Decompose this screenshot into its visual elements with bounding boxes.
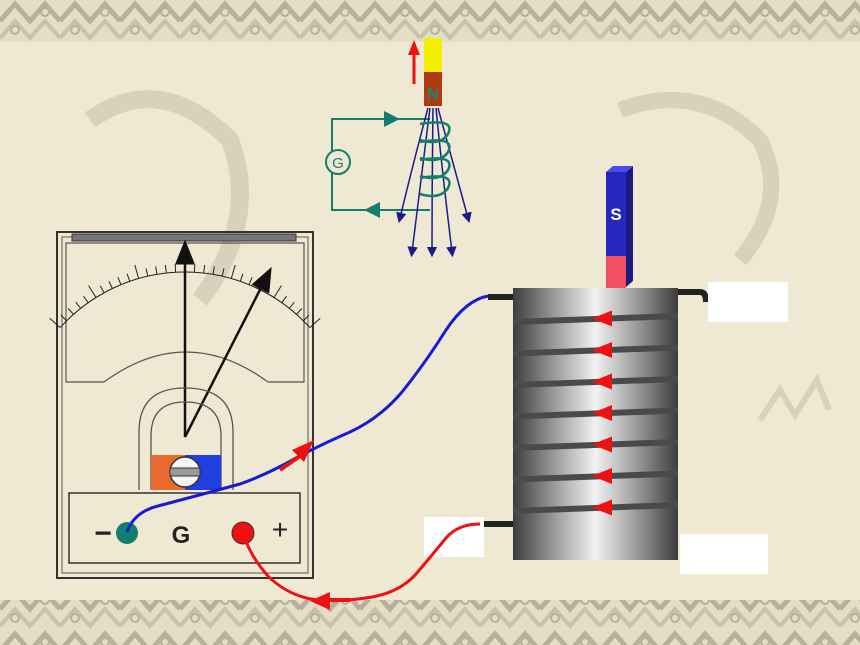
scale-tick <box>203 265 206 274</box>
scale-tick <box>126 273 131 282</box>
coil-current-arrow-icon <box>592 405 612 421</box>
scale-tick <box>67 308 74 315</box>
top-magnet-north <box>424 72 442 106</box>
scale-tick <box>99 285 105 294</box>
field-lines <box>396 107 472 258</box>
bar-magnet-north <box>606 256 626 290</box>
meter-magnet-inner <box>150 401 222 490</box>
top-galvanometer-label: G <box>332 155 344 172</box>
coil-top-right-lead <box>678 289 709 303</box>
dial-window <box>65 242 305 383</box>
background-ornament <box>84 90 832 422</box>
top-galvanometer <box>325 149 351 175</box>
scale-tick <box>281 295 287 304</box>
galvanometer: − G + <box>49 231 321 579</box>
scale-tick <box>288 301 295 309</box>
scale-tick <box>221 268 225 277</box>
scale-tick <box>309 317 321 328</box>
bottom-border-pattern <box>0 600 860 645</box>
scale-tick <box>265 285 271 294</box>
scale-tick <box>212 266 215 275</box>
bar-magnet-pole-label: S <box>610 205 621 224</box>
scale-tick <box>155 266 158 275</box>
coil-front <box>512 310 679 516</box>
blue-wire-current-arrow-icon <box>292 440 314 462</box>
blue-wire <box>125 294 489 533</box>
galvanometer-label: G <box>172 522 191 549</box>
scale-tick <box>230 264 236 279</box>
scale-tick <box>108 281 113 289</box>
scale-tick <box>303 314 310 322</box>
galvanometer-top-bar <box>71 233 297 242</box>
minus-terminal <box>116 522 138 544</box>
bar-magnet-south <box>606 172 626 256</box>
bar-magnet-top-face <box>606 166 633 172</box>
solenoid-core <box>513 288 678 560</box>
minus-terminal-label: − <box>94 517 112 550</box>
top-border-pattern <box>0 0 860 42</box>
scale-tick <box>83 295 89 304</box>
top-magnet-pole-label: N <box>427 84 439 103</box>
red-wire-current-arrow-icon <box>310 592 330 610</box>
scale-tick <box>60 314 67 322</box>
needle-deflected <box>183 266 272 438</box>
coil-current-arrow-icon <box>592 373 612 390</box>
motion-arrow-icon <box>408 40 420 55</box>
scale-tick <box>117 277 122 285</box>
top-magnet-yellow <box>424 38 442 72</box>
scale-tick <box>75 301 82 309</box>
scale-tick <box>88 285 97 298</box>
coil-current-arrow-icon <box>592 342 612 358</box>
scale-tick <box>248 277 253 285</box>
scale-tick <box>164 265 167 274</box>
label-box-bottom <box>680 534 768 574</box>
top-induction-diagram: N G <box>325 38 472 258</box>
meter-screw-slot <box>169 467 201 477</box>
label-box-top <box>708 282 788 322</box>
terminal-panel <box>68 492 301 564</box>
bar-magnet-side <box>626 166 633 287</box>
solenoid: S <box>480 166 709 560</box>
plus-terminal-label: + <box>272 514 288 545</box>
coil-current-arrow-icon <box>592 436 612 453</box>
red-wire <box>241 522 481 603</box>
coil-current-arrow-icon <box>592 310 612 327</box>
coil-current-arrow-icon <box>592 499 612 516</box>
meter-magnet-outer <box>138 387 234 490</box>
scale-tick <box>273 285 282 298</box>
scale-tick <box>296 308 303 315</box>
scale-tick <box>134 264 140 279</box>
scale-tick <box>239 273 244 282</box>
blue-wire-current-shaft <box>278 454 302 472</box>
coil-current-arrow-icon <box>592 468 612 484</box>
top-coil <box>419 121 451 198</box>
scale-tick <box>49 317 61 328</box>
galvanometer-case <box>56 231 314 579</box>
scale-tick <box>145 268 149 277</box>
